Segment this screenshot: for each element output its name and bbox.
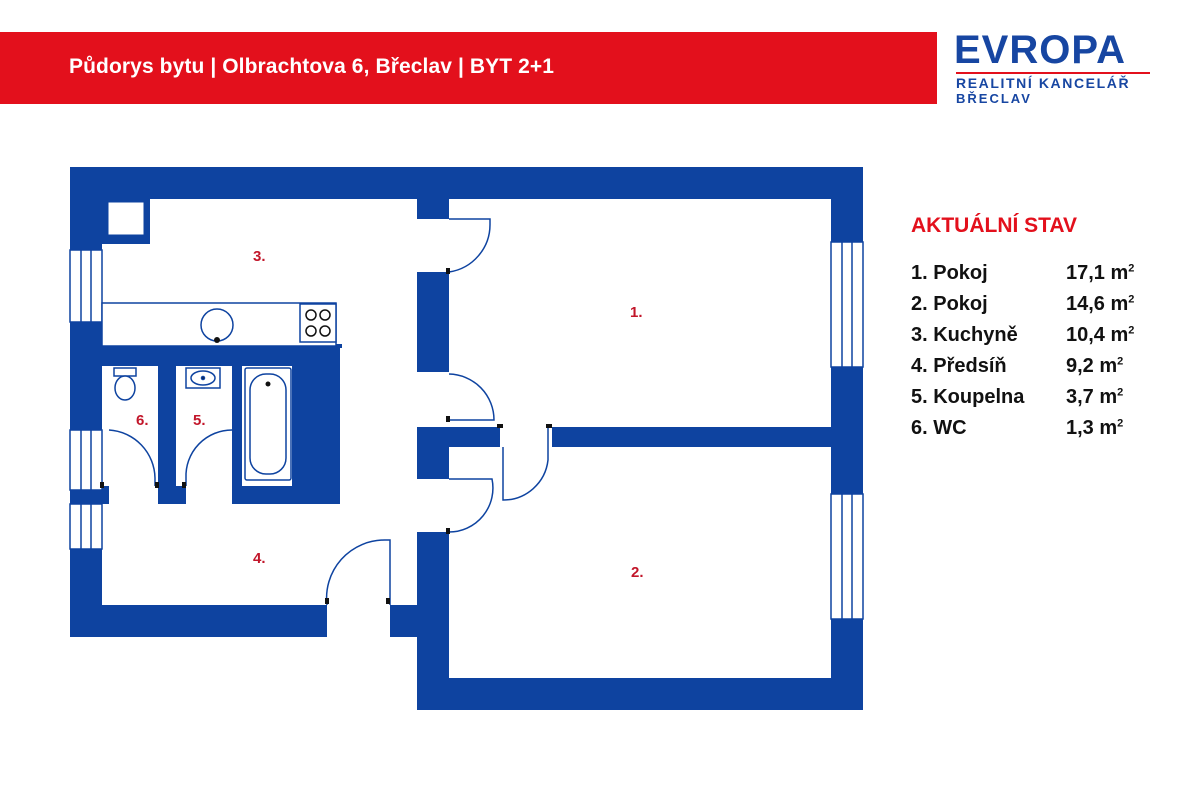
room-label-4: 4. <box>253 550 266 567</box>
legend-row: 1. Pokoj 17,1 m2 <box>911 262 1171 292</box>
room-label-1: 1. <box>630 304 643 321</box>
legend-room-area: 3,7 m2 <box>1066 386 1124 408</box>
evropa-logo: EVROPA REALITNÍ KANCELÁŘ BŘECLAV <box>954 30 1154 110</box>
legend-row: 3. Kuchyně 10,4 m2 <box>911 324 1171 354</box>
stove-icon <box>299 303 337 343</box>
legend-room-area: 17,1 m2 <box>1066 262 1135 284</box>
toilet-icon <box>113 367 137 401</box>
legend-room-name: 4. Předsíň <box>911 355 1007 377</box>
logo-divider <box>956 72 1150 74</box>
legend-room-area: 14,6 m2 <box>1066 293 1135 315</box>
legend-row: 5. Koupelna 3,7 m2 <box>911 386 1171 416</box>
legend-room-name: 5. Koupelna <box>911 386 1025 408</box>
logo-subtitle: REALITNÍ KANCELÁŘ <box>956 75 1131 91</box>
legend-room-name: 6. WC <box>911 417 967 439</box>
legend-room-name: 2. Pokoj <box>911 293 988 315</box>
header-banner <box>0 32 937 104</box>
room-label-2: 2. <box>631 564 644 581</box>
legend-room-area: 10,4 m2 <box>1066 324 1135 346</box>
room-label-3: 3. <box>253 248 266 265</box>
logo-city: BŘECLAV <box>956 91 1032 106</box>
walls <box>70 167 863 710</box>
washbasin-icon <box>185 367 221 389</box>
legend-row: 4. Předsíň 9,2 m2 <box>911 355 1171 385</box>
page-title: Půdorys bytu | Olbrachtova 6, Břeclav | … <box>69 55 555 78</box>
legend-room-area: 1,3 m2 <box>1066 417 1124 439</box>
sink-icon <box>200 308 234 342</box>
doors <box>108 218 552 606</box>
chimney-icon <box>107 201 145 236</box>
logo-name: EVROPA <box>954 28 1126 72</box>
room-label-6: 6. <box>136 412 149 429</box>
room-label-5: 5. <box>193 412 206 429</box>
legend-title: AKTUÁLNÍ STAV <box>911 214 1078 237</box>
legend-room-area: 9,2 m2 <box>1066 355 1124 377</box>
legend-room-name: 1. Pokoj <box>911 262 988 284</box>
bathtub-icon <box>244 367 292 481</box>
legend-room-name: 3. Kuchyně <box>911 324 1018 346</box>
windows <box>69 241 864 620</box>
legend-row: 2. Pokoj 14,6 m2 <box>911 293 1171 323</box>
legend-row: 6. WC 1,3 m2 <box>911 417 1171 447</box>
door-handles <box>100 268 552 604</box>
